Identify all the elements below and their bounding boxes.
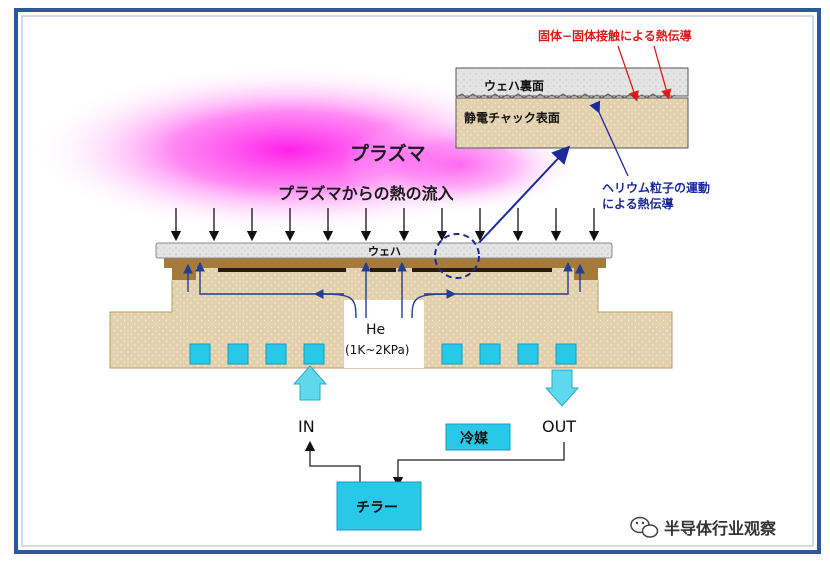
wafer bbox=[155, 242, 613, 259]
coolant-in-arrow bbox=[292, 365, 328, 401]
helium-pointer-line bbox=[589, 100, 629, 177]
cooling-channel-3 bbox=[265, 343, 287, 365]
heat-inflow-arrows bbox=[170, 208, 600, 242]
magnified-inset: ウェハ裏面 静電チャック表面 bbox=[455, 67, 689, 149]
cooling-channel-8 bbox=[555, 343, 577, 365]
wafer-label: ウェハ bbox=[368, 245, 401, 258]
cooling-channel-1 bbox=[189, 343, 211, 365]
cooling-channel-4 bbox=[303, 343, 325, 365]
inset-wafer-back bbox=[455, 67, 689, 97]
chuck-dark-layer bbox=[164, 258, 606, 268]
plasma-label: プラズマ bbox=[350, 142, 426, 165]
watermark-text: 半导体行业观察 bbox=[664, 519, 777, 538]
coolant-label: 冷媒 bbox=[460, 430, 489, 447]
heat-inflow-label: プラズマからの熱の流入 bbox=[278, 184, 454, 203]
inner-frame bbox=[21, 15, 814, 547]
wafer-back-label: ウェハ裏面 bbox=[484, 78, 544, 93]
magnify-circle bbox=[434, 233, 480, 279]
helium-label-line1: ヘリウム粒子の運動 bbox=[602, 180, 710, 195]
he-flow-right-edge bbox=[424, 261, 573, 295]
he-label: He bbox=[366, 322, 385, 338]
inset-rough-interface bbox=[455, 93, 676, 99]
chiller-box bbox=[336, 481, 422, 531]
he-flow-lines bbox=[183, 261, 585, 319]
chuck-dark-edge-left bbox=[172, 266, 196, 280]
wechat-icon bbox=[630, 516, 659, 538]
magnify-pointer-arrow bbox=[475, 145, 571, 247]
he-inlet-gap bbox=[344, 300, 424, 368]
electrode-right bbox=[412, 268, 552, 272]
solid-conduction-arrow-2 bbox=[653, 45, 672, 100]
coolant-loop bbox=[304, 440, 565, 488]
cooling-channels bbox=[189, 343, 577, 365]
helium-label-line2: による熱伝導 bbox=[602, 196, 674, 211]
inset-chuck-surface bbox=[455, 97, 689, 149]
chuck-surface-label: 静電チャック表面 bbox=[464, 110, 560, 125]
cooling-channel-6 bbox=[479, 343, 501, 365]
coolant-out-arrow bbox=[544, 369, 580, 407]
coolant-badge bbox=[445, 423, 511, 451]
out-label: OUT bbox=[542, 417, 576, 436]
loop-return bbox=[392, 442, 565, 488]
he-flow-left-edge bbox=[195, 261, 344, 295]
chiller-label: チラー bbox=[356, 500, 398, 516]
chuck-dark-edge-right bbox=[574, 266, 598, 280]
he-pressure-label: (1K~2KPa) bbox=[345, 343, 409, 357]
cooling-channel-2 bbox=[227, 343, 249, 365]
solid-conduction-arrow-1 bbox=[617, 45, 639, 102]
cooling-channel-7 bbox=[517, 343, 539, 365]
electrode-left bbox=[218, 268, 346, 272]
loop-supply bbox=[304, 440, 361, 482]
cooling-channel-5 bbox=[441, 343, 463, 365]
solid-conduction-label: 固体−固体接触による熱伝導 bbox=[538, 28, 692, 43]
watermark: 半导体行业观察 bbox=[630, 516, 777, 538]
in-label: IN bbox=[298, 417, 315, 436]
electrode-center bbox=[370, 268, 396, 272]
